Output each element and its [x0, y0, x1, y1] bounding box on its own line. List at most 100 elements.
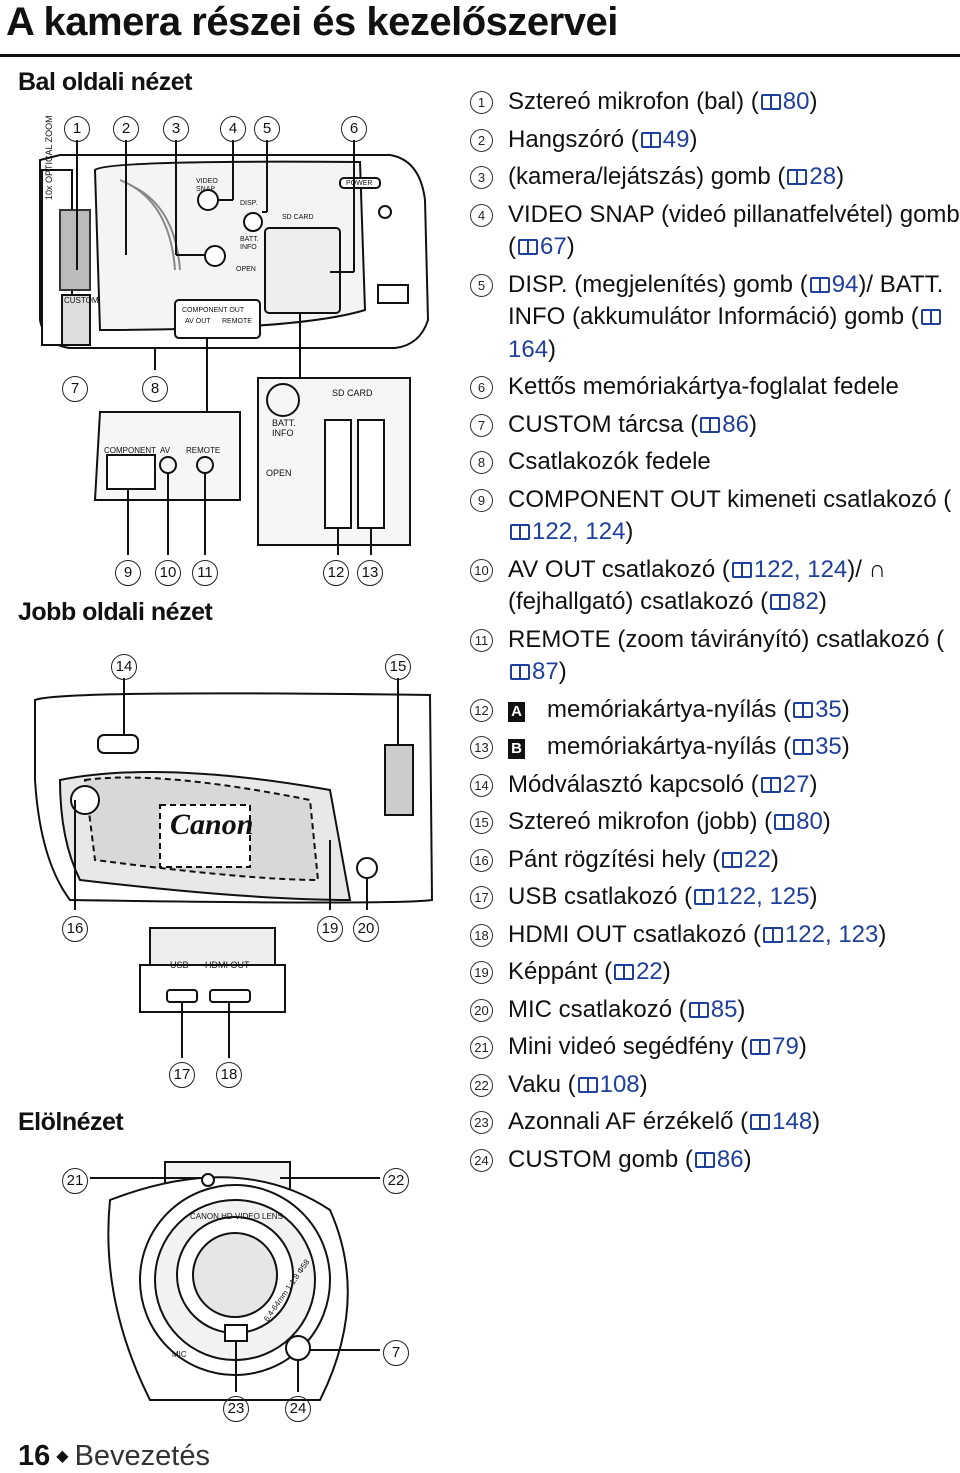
label-component: COMPONENT	[104, 446, 156, 455]
item-text-tail: )	[878, 920, 887, 948]
book-ref-icon	[694, 1151, 715, 1168]
callout-15: 15	[385, 650, 411, 680]
item-text: DISP. (megjelenítés) gomb (	[508, 270, 808, 298]
item-number: 19	[470, 961, 493, 984]
book-ref-icon	[793, 701, 814, 718]
right-side-camera-drawing	[34, 692, 434, 904]
book-ref-icon	[614, 964, 635, 980]
callout-16: 16	[62, 912, 88, 942]
item-text: Módválasztó kapcsoló (	[508, 770, 759, 798]
page-ref-link[interactable]: 164	[508, 335, 549, 363]
item-text: (kamera/lejátszás) gomb (	[508, 163, 786, 190]
parts-list-item: 1 Sztereó mikrofon (bal) ( 80)	[470, 86, 960, 119]
page-ref-link[interactable]: 108	[599, 1070, 640, 1098]
callout-2: 2	[113, 112, 139, 142]
book-ref-icon	[688, 1001, 709, 1018]
item-text: Pánt rögzítési hely (	[508, 845, 721, 873]
item-text: Sztereó mikrofon (bal) (	[508, 88, 759, 115]
item-text-tail: )	[548, 335, 557, 363]
book-ref-icon	[640, 131, 661, 148]
callout-4: 4	[220, 112, 246, 142]
page-ref-link[interactable]: 122, 123	[784, 920, 879, 948]
page-ref-link[interactable]: 86	[716, 1145, 744, 1173]
item-number: 20	[470, 998, 493, 1022]
callout-13: 13	[357, 556, 383, 586]
usb-hdmi-detail	[139, 927, 286, 1058]
item-text-tail: )	[558, 658, 567, 685]
page-ref-link[interactable]: 27	[782, 770, 810, 798]
item-number: 16	[470, 848, 493, 872]
left-side-camera-drawing	[39, 154, 430, 349]
item-number: 13	[470, 736, 493, 759]
item-text: AV OUT csatlakozó (	[508, 555, 730, 583]
item-text: Képpánt (	[508, 958, 613, 985]
label-remote: REMOTE	[186, 446, 221, 455]
label-power: POWER	[346, 180, 373, 187]
book-ref-icon	[731, 561, 752, 578]
callout-7-front: 7	[383, 1336, 409, 1366]
callout-21: 21	[62, 1164, 88, 1194]
item-number: 8	[470, 451, 493, 474]
callout-1: 1	[64, 112, 90, 142]
callout-12: 12	[323, 556, 349, 586]
item-text-tail: )	[748, 410, 757, 438]
page-ref-link[interactable]: 94	[831, 270, 859, 298]
item-number: 15	[470, 811, 493, 834]
item-number: 1	[470, 91, 493, 114]
item-text-tail: )	[809, 88, 818, 115]
item-text-tail: )	[809, 883, 818, 910]
page-ref-link[interactable]: 80	[796, 808, 823, 835]
item-number: 18	[470, 923, 493, 947]
item-text: REMOTE (zoom távirányító) csatlakozó (	[508, 625, 945, 653]
label-sd-card: SD CARD	[332, 388, 373, 398]
page-ref-link[interactable]: 22	[636, 958, 663, 985]
book-ref-icon	[722, 851, 743, 868]
book-ref-icon	[510, 664, 530, 680]
right-callout-leaders	[74, 678, 399, 910]
callout-22: 22	[383, 1164, 409, 1194]
item-text: memóriakártya-nyílás (	[547, 695, 792, 723]
book-ref-icon	[787, 169, 808, 185]
page-ref-link[interactable]: 122, 125	[716, 883, 810, 910]
callout-17: 17	[169, 1058, 195, 1088]
page-ref-link[interactable]: 28	[809, 163, 837, 190]
page-ref-link[interactable]: 67	[540, 233, 567, 260]
page-ref-link[interactable]: 80	[782, 88, 810, 115]
item-text: USB csatlakozó (	[508, 883, 693, 910]
page-ref-link[interactable]: 148	[772, 1108, 813, 1135]
label-disp: DISP.	[240, 200, 258, 207]
page-ref-link[interactable]: 86	[722, 410, 749, 438]
callout-23: 23	[223, 1392, 249, 1422]
page-footer: 16◆Bevezetés	[18, 1440, 210, 1473]
item-number: 22	[470, 1073, 493, 1097]
item-number: 7	[470, 413, 493, 437]
page-ref-link[interactable]: 49	[662, 125, 690, 153]
page-ref-link[interactable]: 35	[815, 695, 842, 723]
page-ref-link[interactable]: 87	[532, 658, 559, 685]
item-number: 5	[470, 273, 493, 297]
left-callout-leaders	[76, 140, 355, 413]
callout-9: 9	[115, 556, 141, 586]
page-ref-link[interactable]: 122, 124	[753, 555, 848, 583]
callout-11: 11	[192, 556, 218, 586]
page-ref-link[interactable]: 22	[744, 845, 771, 873]
page-ref-link[interactable]: 85	[710, 995, 738, 1023]
book-ref-icon	[694, 889, 715, 905]
page-ref-link[interactable]: 122, 124	[532, 518, 626, 545]
page-ref-link[interactable]: 82	[792, 588, 819, 615]
book-ref-icon	[762, 926, 783, 943]
footer-diamond-icon: ◆	[56, 1448, 69, 1465]
page-ref-link[interactable]: 35	[815, 733, 842, 760]
item-number: 3	[470, 166, 493, 189]
label-video-snap: VIDEO SNAP	[196, 178, 218, 193]
callout-10: 10	[155, 556, 181, 586]
page-ref-link[interactable]: 79	[772, 1033, 799, 1060]
